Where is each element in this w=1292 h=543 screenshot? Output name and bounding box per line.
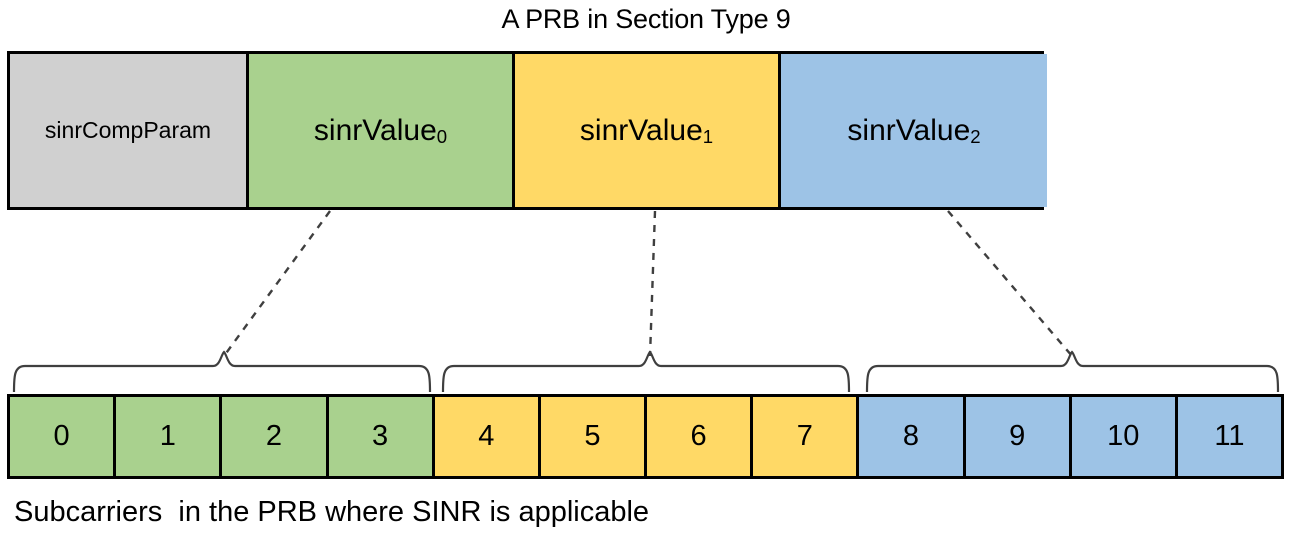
subcarrier-index-label: 10 <box>1107 420 1140 452</box>
page-title: A PRB in Section Type 9 <box>501 4 791 34</box>
prb-field-label: sinrValue <box>847 113 971 147</box>
dashed-connector-group-sinrValue2 <box>947 210 1073 357</box>
subcarrier-cell-1: 1 <box>116 397 223 476</box>
brace-group-sinrValue1 <box>441 350 851 393</box>
subcarrier-index-label: 5 <box>584 420 601 452</box>
subcarrier-index-label: 9 <box>1009 420 1026 452</box>
subcarrier-cell-7: 7 <box>753 397 860 476</box>
prb-field-sinrCompParam: sinrCompParam <box>10 54 249 207</box>
subcarrier-cell-9: 9 <box>965 397 1072 476</box>
subcarrier-index-label: 6 <box>690 420 707 452</box>
prb-field-label: sinrValue <box>313 113 437 147</box>
caption-text: Subcarriers in the PRB where SINR is app… <box>14 496 650 528</box>
subcarrier-cell-11: 11 <box>1177 397 1282 476</box>
subcarrier-cell-5: 5 <box>540 397 648 476</box>
subcarrier-index-label: 7 <box>796 420 813 452</box>
subcarrier-index-label: 11 <box>1214 420 1245 452</box>
subcarrier-cell-10: 10 <box>1071 397 1178 476</box>
prb-field-label: sinrCompParam <box>44 117 212 143</box>
subcarrier-cell-3: 3 <box>328 397 435 476</box>
subcarrier-index-label: 8 <box>902 420 920 452</box>
brace-group-sinrValue2 <box>865 350 1280 393</box>
dashed-connector-group-sinrValue0 <box>223 210 331 357</box>
subcarrier-cell-4: 4 <box>434 397 541 476</box>
subcarrier-cell-0: 0 <box>10 397 117 476</box>
subcarrier-index-label: 4 <box>478 420 495 452</box>
subcarrier-index-label: 1 <box>159 420 176 452</box>
subcarrier-index-label: 3 <box>372 420 389 452</box>
prb-field-label: sinrValue <box>579 113 703 147</box>
subcarrier-row: 0 1 2 3 4 5 6 7 8 9 10 11 <box>7 394 1284 479</box>
dashed-connector-group-sinrValue1 <box>648 210 657 357</box>
subcarrier-cell-6: 6 <box>647 397 754 476</box>
subcarrier-cell-8: 8 <box>859 397 966 476</box>
subcarrier-index-label: 2 <box>265 420 282 452</box>
brace-group-sinrValue0 <box>12 350 432 393</box>
subcarrier-index-label: 0 <box>53 420 70 452</box>
subcarrier-cell-2: 2 <box>222 397 329 476</box>
